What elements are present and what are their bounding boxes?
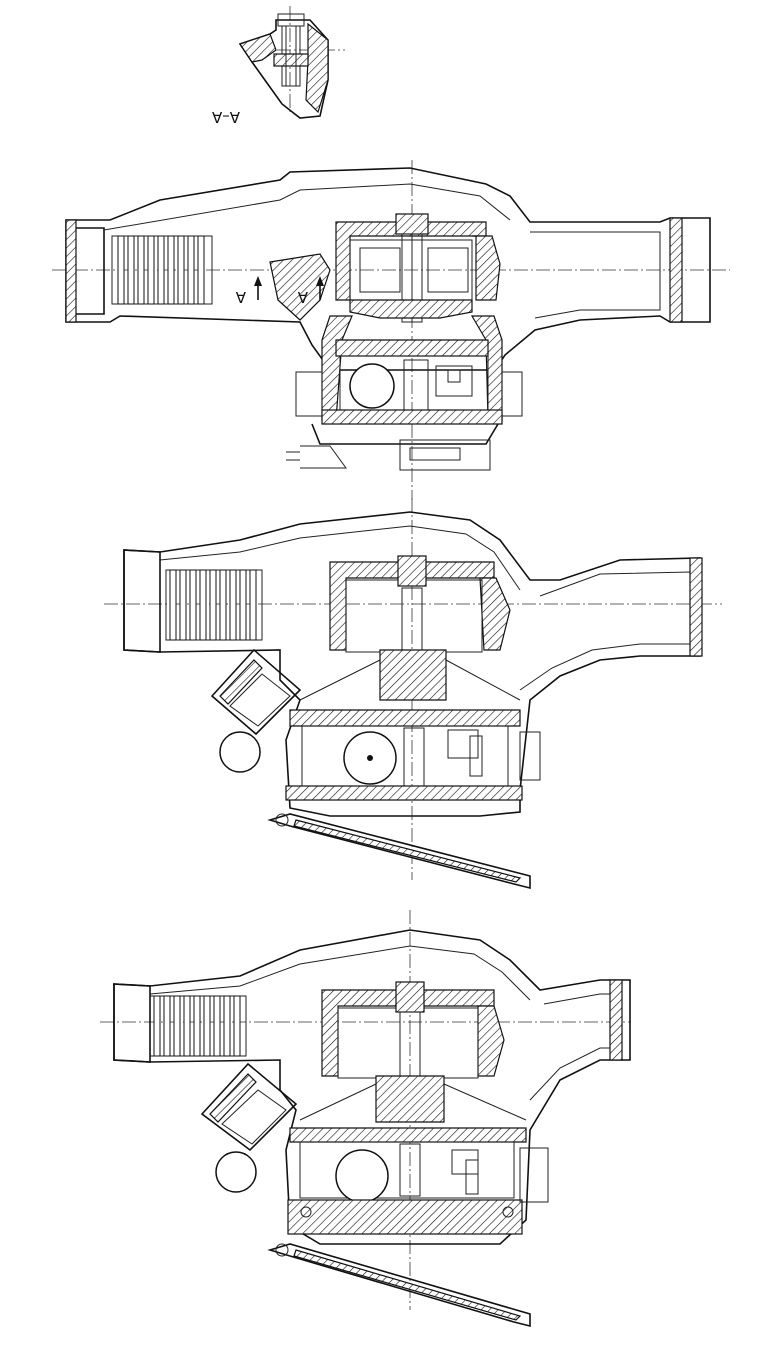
register-housing [286, 315, 523, 471]
inlet-strainer [111, 235, 213, 305]
cross-section-view-2 [104, 498, 722, 890]
float-ball [349, 363, 395, 409]
lever-arm [267, 1243, 531, 1328]
measuring-chamber [299, 555, 521, 701]
svg-text:A: A [297, 288, 308, 306]
section-detail-a-a: A–A [211, 6, 345, 126]
float-ball [219, 731, 261, 773]
register-housing [287, 1127, 549, 1235]
register-housing [285, 709, 541, 801]
angled-valve [210, 648, 302, 773]
float-ball [215, 1151, 257, 1193]
measuring-chamber [299, 981, 527, 1123]
lever-arm [267, 813, 531, 890]
measuring-chamber [335, 213, 501, 323]
angled-valve [200, 1062, 298, 1193]
cross-section-view-1: A A [52, 160, 730, 500]
section-arrow-left: A [235, 276, 262, 306]
inlet-strainer [149, 995, 247, 1057]
svg-text:A: A [235, 288, 246, 306]
cross-section-view-3 [100, 910, 631, 1328]
section-arrow-right: A [297, 276, 324, 306]
section-label: A–A [211, 108, 240, 126]
inlet-strainer [165, 569, 263, 641]
